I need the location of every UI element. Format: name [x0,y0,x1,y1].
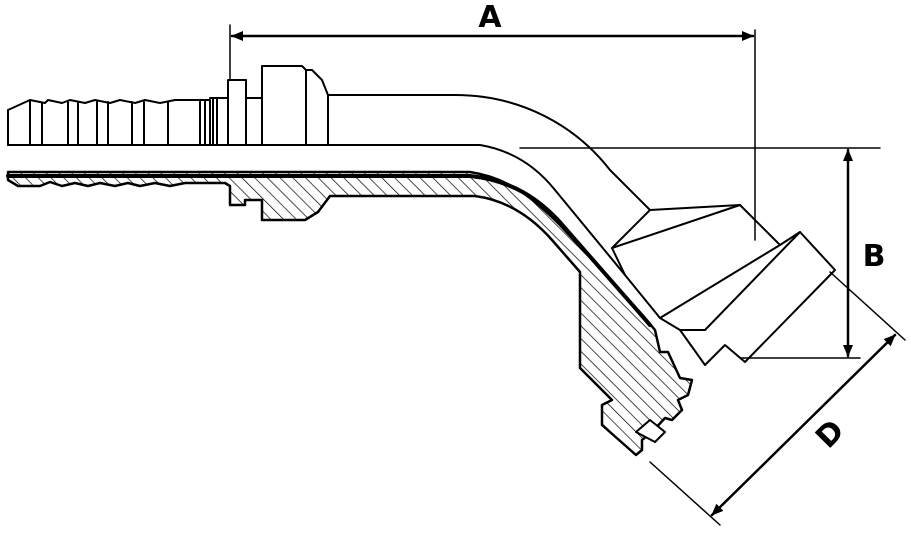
dimension-d-label: D [809,413,851,455]
o-ring-groove [635,419,666,443]
dimension-b-label: B [863,239,886,274]
hose-tail-barbs [7,97,218,146]
section-cut-lower-half [6,170,694,457]
bore-wall-line [6,174,652,327]
bent-tube-outer-wall [7,94,651,276]
dimension-a-label: A [478,0,502,35]
fitting-hex-body [209,65,329,146]
dimension-d-arrow [710,333,897,517]
reference-lines [229,24,906,526]
